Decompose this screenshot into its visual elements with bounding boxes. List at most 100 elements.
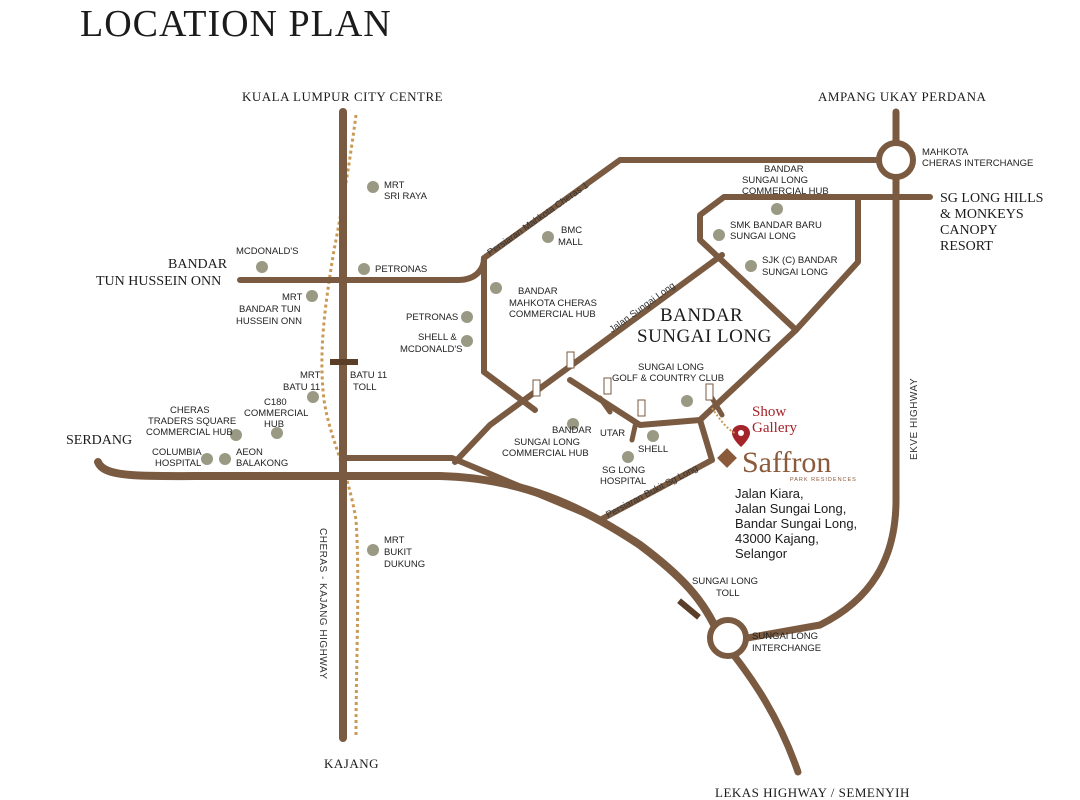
svg-text:TOLL: TOLL — [716, 588, 740, 599]
svg-text:SUNGAI LONG: SUNGAI LONG — [742, 175, 808, 186]
svg-text:BANDAR: BANDAR — [518, 286, 558, 297]
jalan-sungai-long — [452, 252, 725, 465]
poi-dot-shell-mcd — [461, 335, 473, 347]
svg-text:& MONKEYS: & MONKEYS — [940, 207, 1024, 222]
svg-text:MRT: MRT — [384, 535, 405, 546]
svg-text:CHERAS INTERCHANGE: CHERAS INTERCHANGE — [922, 158, 1033, 169]
svg-text:43000 Kajang,: 43000 Kajang, — [735, 531, 819, 546]
svg-text:CHERAS: CHERAS — [170, 405, 210, 416]
svg-text:Bandar Sungai Long,: Bandar Sungai Long, — [735, 516, 857, 531]
sungai-long-toll-label: SUNGAI LONG TOLL — [692, 576, 758, 599]
poi-dot-mrt-bth — [306, 290, 318, 302]
svg-text:BATU 11: BATU 11 — [283, 382, 320, 393]
svg-text:BANDAR: BANDAR — [168, 257, 228, 272]
dir-north: KUALA LUMPUR CITY CENTRE — [242, 89, 443, 104]
dir-south: KAJANG — [324, 756, 379, 771]
svg-text:RESORT: RESORT — [940, 239, 993, 254]
svg-text:DUKUNG: DUKUNG — [384, 559, 425, 570]
svg-text:C180: C180 — [264, 397, 287, 408]
dir-east: SG LONG HILLS & MONKEYS CANOPY RESORT — [940, 191, 1043, 254]
svg-text:SUNGAI LONG: SUNGAI LONG — [638, 362, 704, 373]
svg-text:INTERCHANGE: INTERCHANGE — [752, 643, 821, 654]
gallery-path — [711, 407, 736, 434]
svg-text:COLUMBIA: COLUMBIA — [152, 447, 202, 458]
sungai-long-toll-icon — [677, 598, 701, 620]
svg-text:MRT: MRT — [300, 370, 321, 381]
bth-road — [237, 255, 487, 283]
svg-text:BANDAR: BANDAR — [660, 305, 743, 326]
poi-dot-golf — [681, 395, 693, 407]
svg-text:MRT: MRT — [384, 180, 405, 191]
address-block: Jalan Kiara, Jalan Sungai Long, Bandar S… — [735, 486, 857, 561]
svg-text:COMMERCIAL HUB: COMMERCIAL HUB — [146, 427, 233, 438]
svg-text:AEON: AEON — [236, 447, 263, 458]
svg-text:SUNGAI LONG: SUNGAI LONG — [514, 437, 580, 448]
svg-text:HUSSEIN ONN: HUSSEIN ONN — [236, 316, 302, 327]
page-title: LOCATION PLAN — [80, 3, 392, 45]
svg-text:TOLL: TOLL — [353, 382, 377, 393]
mahkota-cheras-road — [481, 157, 899, 375]
svg-text:MAHKOTA CHERAS: MAHKOTA CHERAS — [509, 298, 597, 309]
svg-text:BANDAR TUN: BANDAR TUN — [239, 304, 301, 315]
svg-text:BUKIT: BUKIT — [384, 547, 412, 558]
sg-long-hills-road — [697, 194, 933, 333]
svg-text:Jalan Sungai Long,: Jalan Sungai Long, — [735, 501, 846, 516]
ekve-highway — [732, 108, 900, 644]
svg-text:COMMERCIAL HUB: COMMERCIAL HUB — [742, 186, 829, 197]
svg-text:SUNGAI LONG: SUNGAI LONG — [752, 631, 818, 642]
dir-west: SERDANG — [66, 433, 132, 448]
poi-dot-sri-raya — [367, 181, 379, 193]
dir-west-top: BANDAR TUN HUSSEIN ONN — [96, 257, 228, 289]
sungai-long-interchange-icon — [707, 617, 749, 659]
svg-text:HOSPITAL: HOSPITAL — [600, 476, 646, 487]
svg-text:MAHKOTA: MAHKOTA — [922, 147, 969, 158]
svg-text:COMMERCIAL HUB: COMMERCIAL HUB — [509, 309, 596, 320]
mahkota-interchange-label: MAHKOTA CHERAS INTERCHANGE — [922, 147, 1033, 169]
area-name: BANDAR SUNGAI LONG — [637, 305, 772, 347]
poi-dot-bukit-dukung — [367, 544, 379, 556]
batu11-toll-label: BATU 11 TOLL — [350, 370, 387, 393]
ekve-hwy-label: EKVE HIGHWAY — [909, 378, 920, 460]
poi-dot-hospital — [622, 451, 634, 463]
poi-petronas-c: PETRONAS — [406, 312, 458, 323]
poi-dot-traders — [230, 429, 242, 441]
poi-mcdonalds: MCDONALD'S — [236, 246, 299, 257]
poi-dot-smk — [771, 203, 783, 215]
svg-text:HUB: HUB — [264, 419, 284, 430]
poi-dot-sjk-a — [713, 229, 725, 241]
svg-text:COMMERCIAL HUB: COMMERCIAL HUB — [502, 448, 589, 459]
poi-shell-c: SHELL — [638, 444, 668, 455]
poi-dot-petronas-w — [358, 263, 370, 275]
svg-text:COMMERCIAL: COMMERCIAL — [244, 408, 308, 419]
poi-dot-sg-long-commercial — [567, 418, 579, 430]
svg-text:BALAKONG: BALAKONG — [236, 458, 288, 469]
svg-text:TUN HUSSEIN ONN: TUN HUSSEIN ONN — [96, 274, 221, 289]
bmc-link-road — [481, 369, 538, 413]
svg-text:MALL: MALL — [558, 237, 583, 248]
poi-dot-bmc-hub — [490, 282, 502, 294]
svg-text:HOSPITAL: HOSPITAL — [155, 458, 201, 469]
poi-dot-petronas-c — [461, 311, 473, 323]
poi-shell-mcd: SHELL &MCDONALD'S — [400, 332, 463, 355]
svg-text:SUNGAI LONG: SUNGAI LONG — [637, 326, 772, 347]
poi-dot-columbia — [201, 453, 213, 465]
svg-text:BMC: BMC — [561, 225, 582, 236]
brand-name: Saffron — [742, 446, 831, 479]
traffic-light-icons — [532, 351, 714, 417]
poi-dot-aeon — [219, 453, 231, 465]
svg-text:SRI RAYA: SRI RAYA — [384, 191, 428, 202]
svg-text:SUNGAI LONG: SUNGAI LONG — [692, 576, 758, 587]
mahkota-interchange-icon — [876, 140, 916, 180]
